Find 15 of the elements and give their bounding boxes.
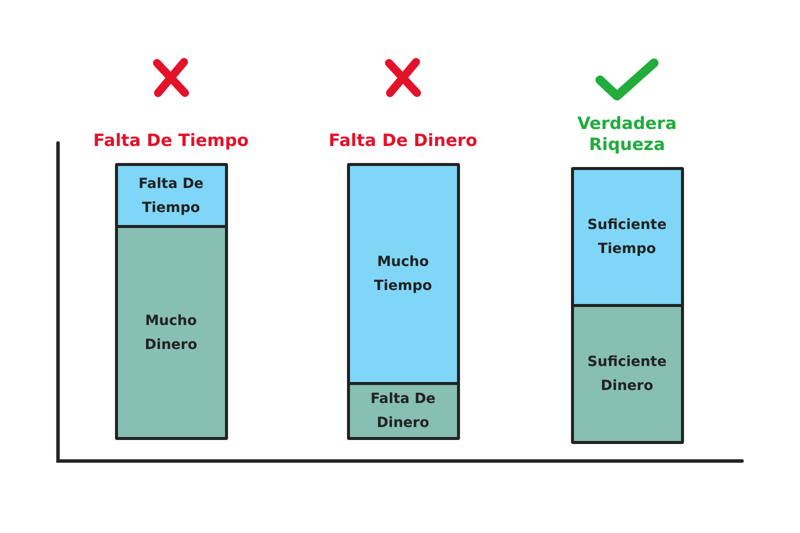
- segment-label: Suficiente Dinero: [586, 353, 668, 396]
- bar-segment: [118, 225, 224, 437]
- segment-label: Mucho Tiempo: [372, 253, 434, 296]
- segment-label: Falta De Tiempo: [137, 174, 205, 218]
- bar-segment: [574, 170, 680, 304]
- bar-segment: [574, 304, 680, 441]
- bar-heading: Verdadera Riqueza: [576, 113, 678, 156]
- bar-segment: [118, 166, 224, 225]
- bar-heading: Falta De Tiempo: [93, 130, 249, 152]
- segment-label: Falta De Dinero: [369, 390, 437, 433]
- segment-label: Mucho Dinero: [144, 312, 198, 354]
- bar-segment: [350, 166, 456, 382]
- bar-segment: [350, 382, 456, 437]
- bar-heading: Falta De Dinero: [328, 130, 478, 152]
- segment-label: Suficiente Tiempo: [586, 216, 668, 259]
